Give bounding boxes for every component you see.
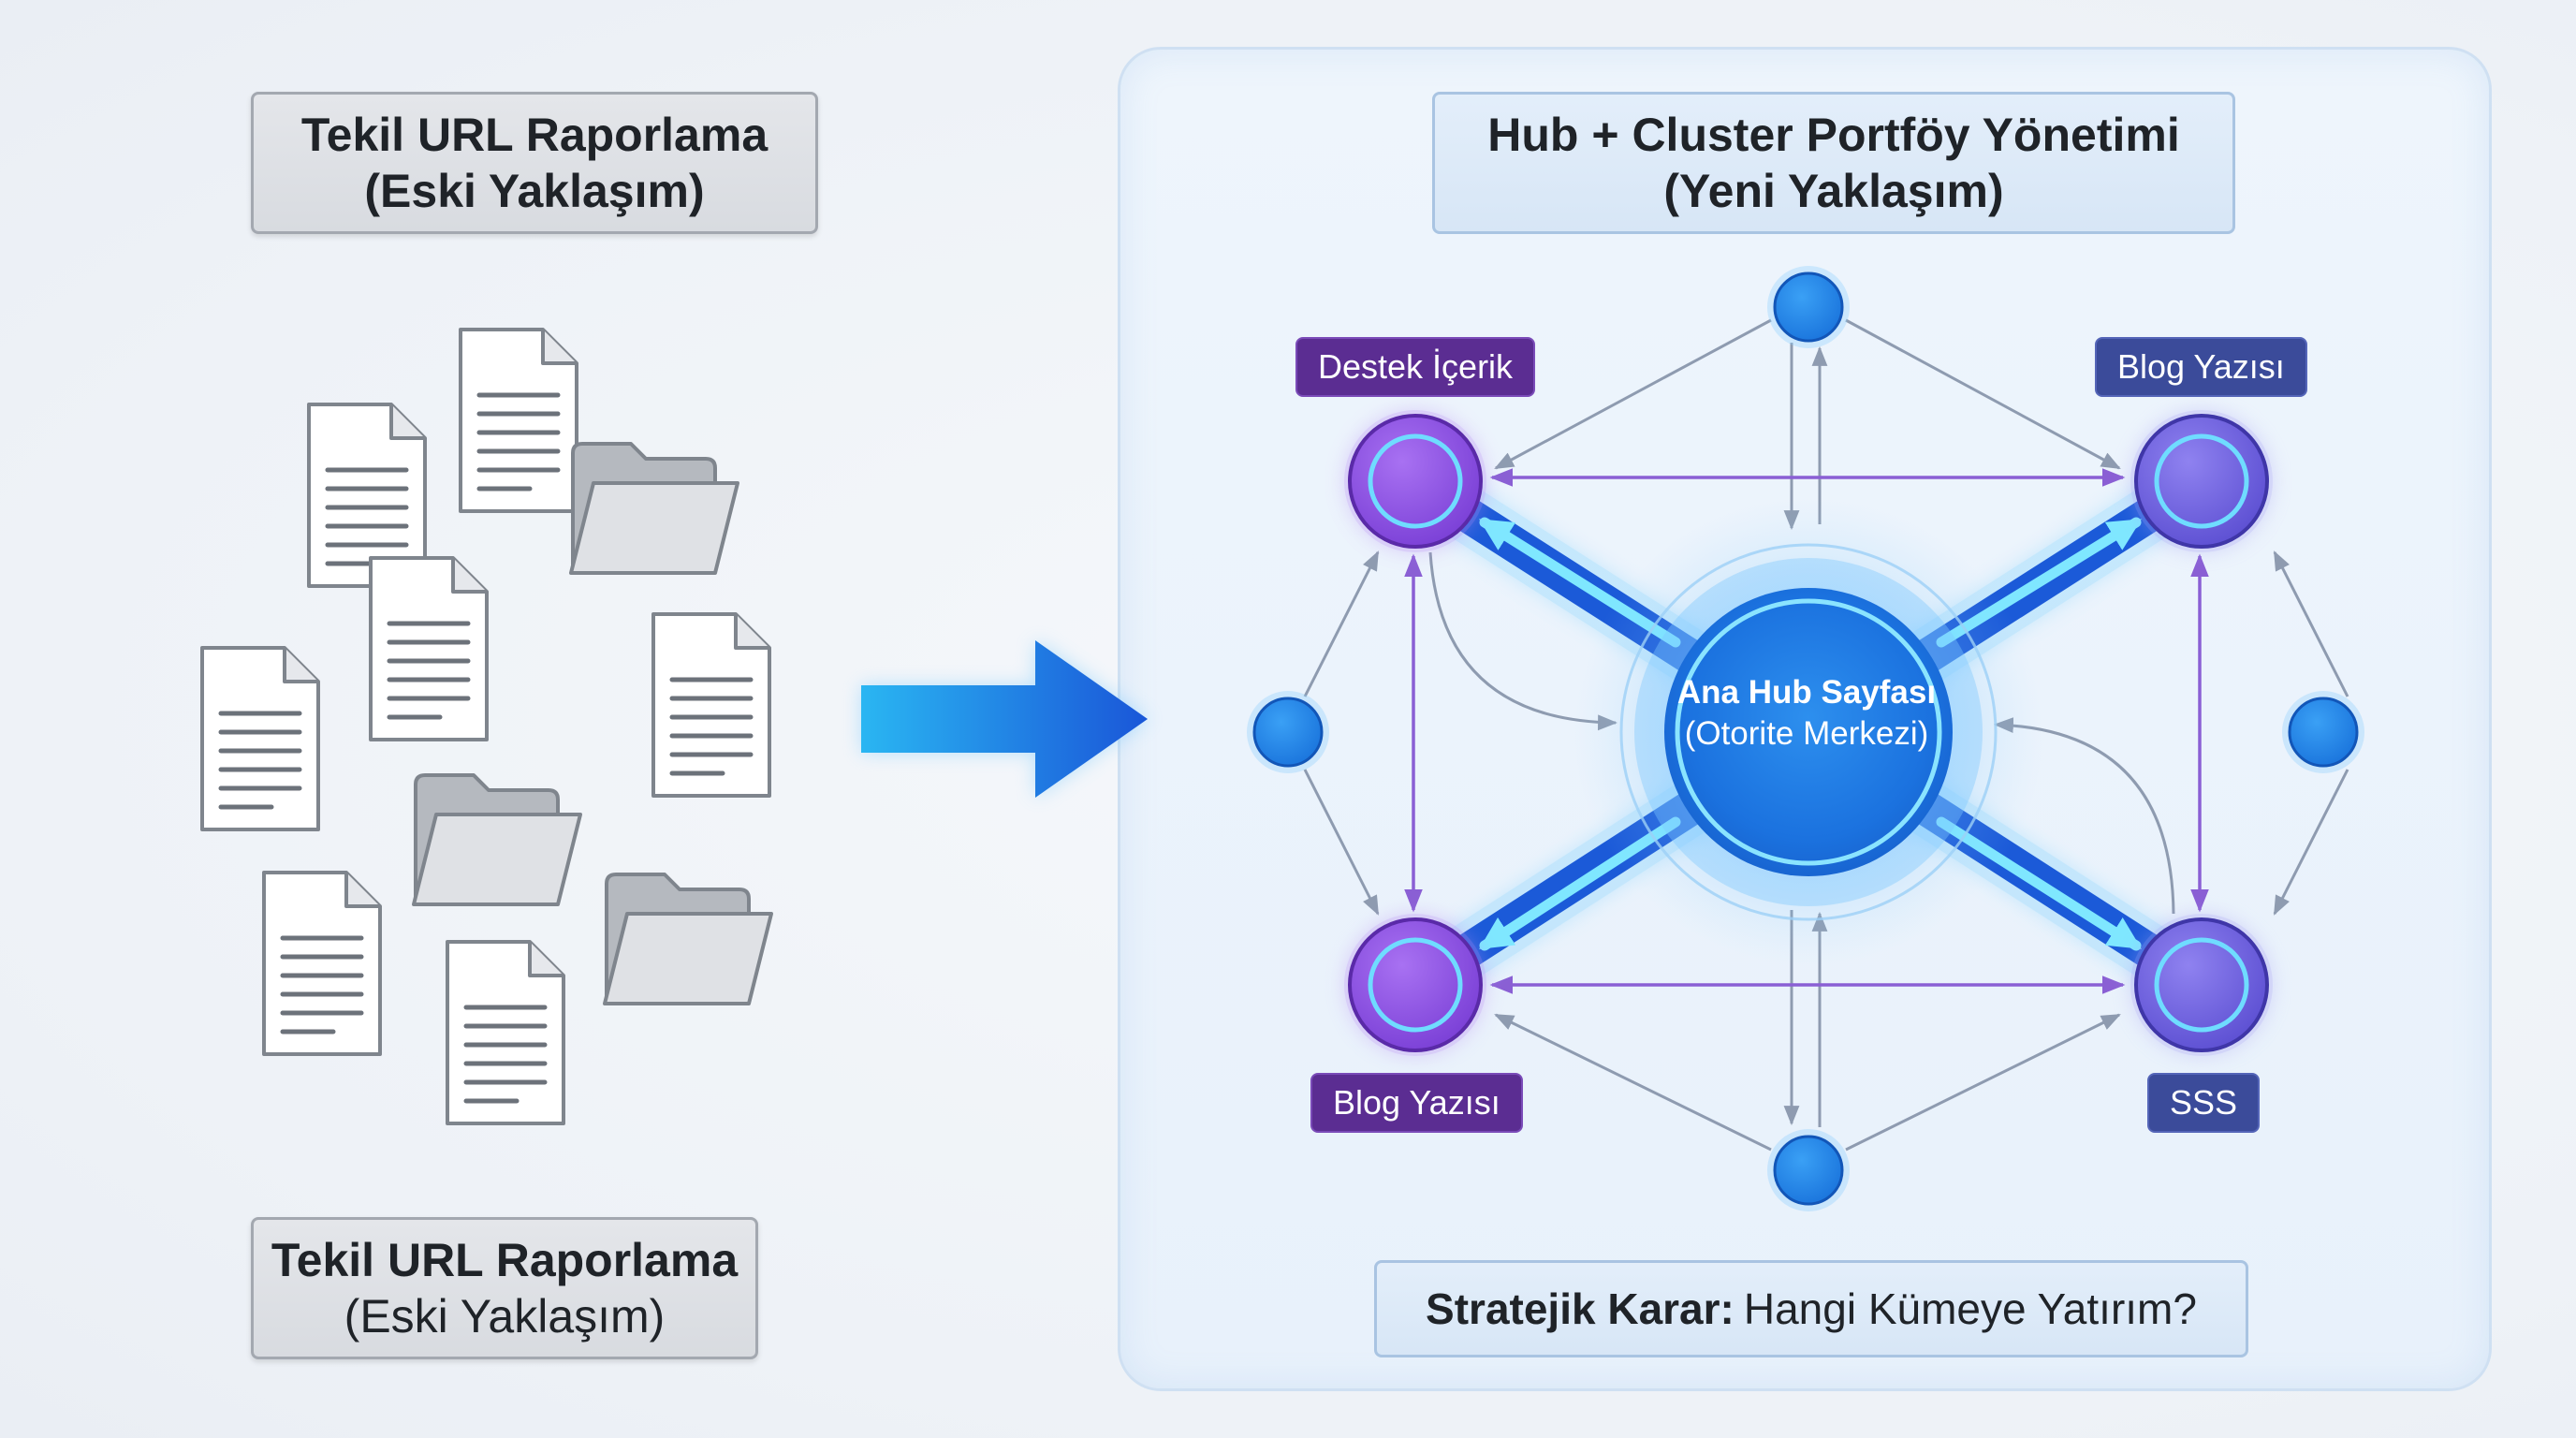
cluster-node-top-left[interactable] (1344, 410, 1486, 552)
tag-blog-yazisi-bottom: Blog Yazısı (1310, 1073, 1523, 1133)
cluster-interlinks (1404, 468, 2209, 994)
tag-sss: SSS (2147, 1073, 2261, 1133)
old-approach-file-pile (202, 330, 773, 1123)
old-approach-title-bottom: Tekil URL Raporlama (Eski Yaklaşım) (251, 1217, 758, 1359)
satellite-node-right[interactable] (2282, 691, 2364, 773)
transition-arrow-icon (861, 640, 1148, 798)
cluster-node-top-right[interactable] (2130, 410, 2273, 552)
old-approach-title-top-line1: Tekil URL Raporlama (300, 109, 768, 161)
satellite-node-bottom[interactable] (1767, 1129, 1850, 1211)
tag-destek-icerik: Destek İçerik (1295, 337, 1536, 397)
satellite-node-top[interactable] (1767, 266, 1850, 348)
hub-label-title: Ana Hub Sayfası (1676, 674, 1937, 711)
document-icon (371, 558, 487, 740)
document-icon (653, 614, 769, 796)
hub-node[interactable] (1574, 498, 2042, 966)
hub-label-subtitle: (Otorite Merkezi) (1684, 715, 1929, 752)
hub-label: Ana Hub Sayfası (Otorite Merkezi) (1666, 672, 1947, 755)
cluster-node-bottom-left[interactable] (1344, 914, 1486, 1056)
document-icon (447, 942, 564, 1123)
document-icon (202, 648, 318, 829)
strategic-decision-box: Stratejik Karar: Hangi Kümeye Yatırım? (1374, 1260, 2248, 1357)
satellite-node-left[interactable] (1247, 691, 1329, 773)
new-approach-title: Hub + Cluster Portföy Yönetimi (Yeni Yak… (1432, 92, 2235, 234)
decision-question: Hangi Kümeye Yatırım? (1743, 1284, 2197, 1333)
new-approach-title-line2: (Yeni Yaklaşım) (1663, 165, 2004, 217)
cluster-node-bottom-right[interactable] (2130, 914, 2273, 1056)
folder-icon (412, 773, 582, 906)
document-icon (264, 873, 380, 1054)
tag-blog-yazisi-top: Blog Yazısı (2095, 337, 2307, 397)
document-icon (461, 330, 577, 511)
folder-icon (603, 873, 773, 1005)
decision-label: Stratejik Karar: (1426, 1284, 1734, 1333)
old-approach-title-bottom-line1: Tekil URL Raporlama (271, 1234, 739, 1286)
new-approach-title-line1: Hub + Cluster Portföy Yönetimi (1487, 109, 2180, 161)
satellite-nodes (1247, 266, 2364, 1211)
old-approach-title-bottom-line2: (Eski Yaklaşım) (344, 1290, 666, 1343)
folder-icon (569, 442, 739, 575)
old-approach-title-top: Tekil URL Raporlama (Eski Yaklaşım) (251, 92, 818, 234)
old-approach-title-top-line2: (Eski Yaklaşım) (364, 165, 705, 217)
